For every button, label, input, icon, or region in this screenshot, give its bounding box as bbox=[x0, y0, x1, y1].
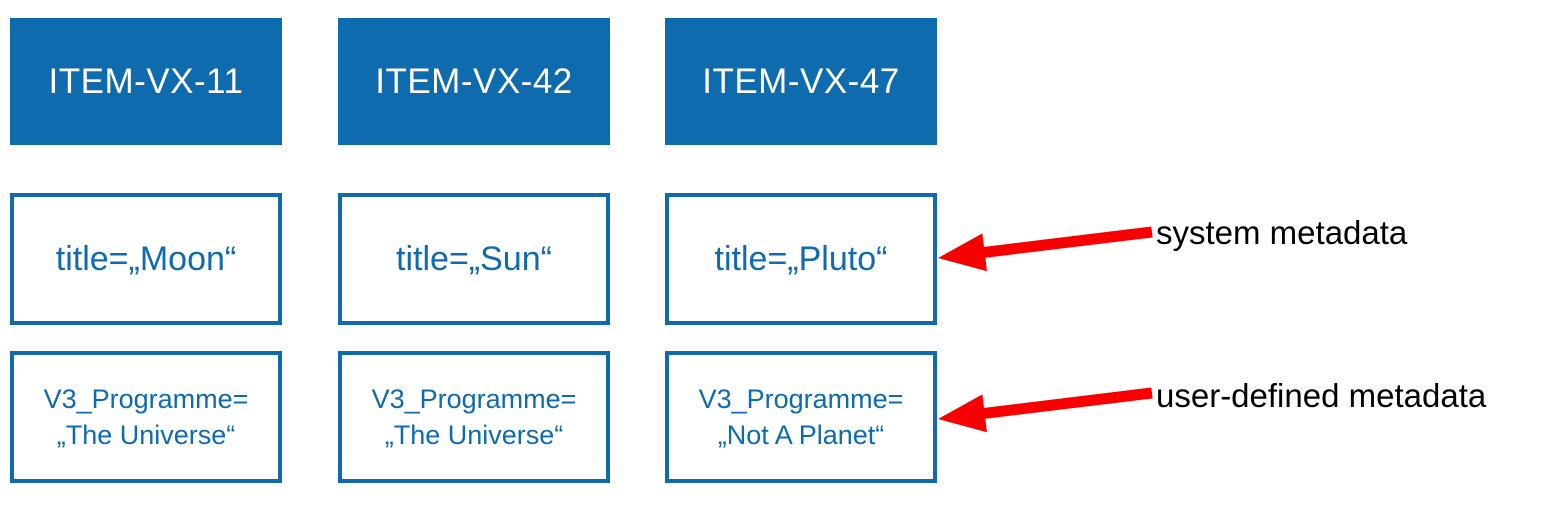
system-metadata-box: title=„Pluto“ bbox=[665, 193, 937, 325]
arrow-shaft bbox=[983, 226, 1153, 258]
user-metadata-box: V3_Programme= „The Universe“ bbox=[338, 351, 610, 483]
arrow-to-system-metadata-icon bbox=[938, 226, 1153, 272]
system-metadata-box: title=„Moon“ bbox=[10, 193, 282, 325]
user-metadata-line: „Not A Planet“ bbox=[717, 420, 885, 450]
arrow-shaft bbox=[983, 387, 1153, 419]
annotation-user-defined-metadata: user-defined metadata bbox=[1156, 377, 1487, 414]
arrow-head-icon bbox=[938, 233, 987, 272]
user-metadata-line: V3_Programme= bbox=[43, 384, 249, 414]
system-metadata-box: title=„Sun“ bbox=[338, 193, 610, 325]
arrow-to-user-metadata-icon bbox=[938, 387, 1153, 433]
user-metadata-box: V3_Programme= „The Universe“ bbox=[10, 351, 282, 483]
user-metadata-line: V3_Programme= bbox=[698, 384, 904, 414]
item-id-box: ITEM-VX-47 bbox=[665, 18, 937, 145]
item-id-box: ITEM-VX-11 bbox=[10, 18, 282, 145]
annotation-system-metadata: system metadata bbox=[1156, 214, 1408, 251]
user-metadata-line: „The Universe“ bbox=[56, 420, 236, 450]
user-metadata-line: „The Universe“ bbox=[384, 420, 564, 450]
arrow-head-icon bbox=[938, 394, 987, 433]
item-id-box: ITEM-VX-42 bbox=[338, 18, 610, 145]
user-metadata-line: V3_Programme= bbox=[371, 384, 577, 414]
user-metadata-box: V3_Programme= „Not A Planet“ bbox=[665, 351, 937, 483]
